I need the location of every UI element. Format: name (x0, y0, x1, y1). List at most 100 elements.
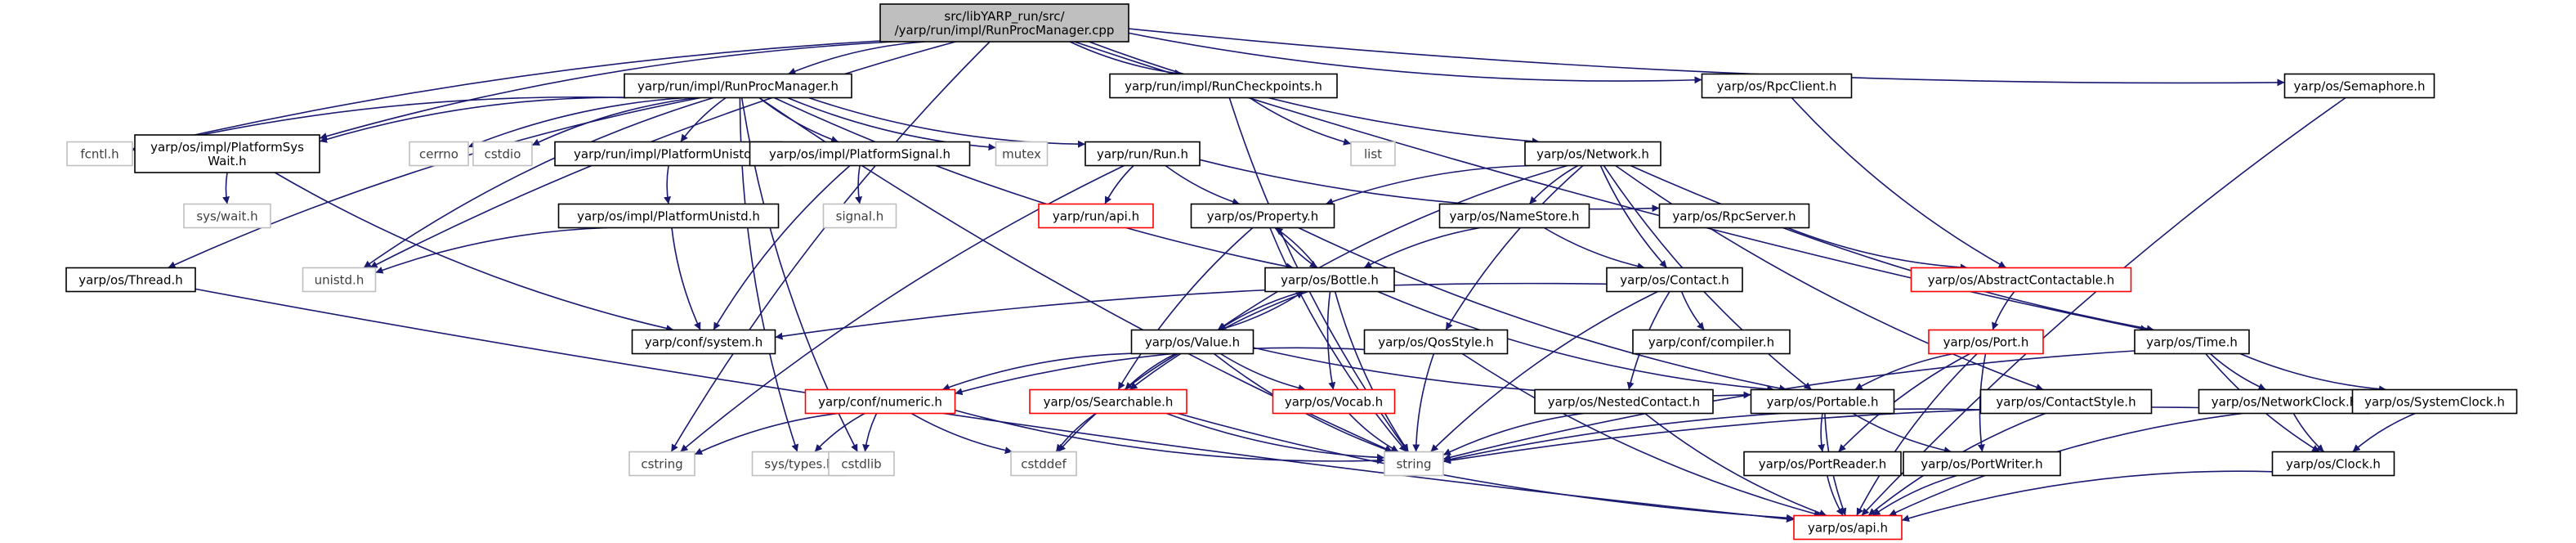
node-label: yarp/os/NetworkClock.h (2212, 394, 2358, 409)
node-box (1038, 203, 1154, 229)
node-root[interactable]: src/libYARP_run/src//yarp/run/impl/RunPr… (879, 3, 1129, 43)
node-label: yarp/os/QosStyle.h (1378, 334, 1494, 349)
node-box (1384, 451, 1444, 477)
node-portwriter-h[interactable]: yarp/os/PortWriter.h (1903, 451, 2061, 477)
node-box (557, 203, 780, 229)
node-runcheckpoints-h[interactable]: yarp/run/impl/RunCheckpoints.h (1109, 73, 1338, 99)
node-contactstyle-h[interactable]: yarp/os/ContactStyle.h (1979, 388, 2153, 415)
node-runprocmgr-h[interactable]: yarp/run/impl/RunProcManager.h (624, 73, 852, 99)
node-rpcclient-h[interactable]: yarp/os/RpcClient.h (1701, 73, 1853, 99)
edge-portwriter-h-to-os-api-h (1872, 474, 1957, 517)
node-box (1264, 267, 1395, 293)
edge-systemclock-h-to-clock-h (2352, 412, 2416, 453)
node-box (1979, 388, 2153, 415)
node-label: yarp/os/Vocab.h (1285, 394, 1383, 409)
node-portable-h[interactable]: yarp/os/Portable.h (1750, 388, 1895, 415)
node-label: cstdio (485, 146, 521, 161)
node-label: cstdlib (841, 456, 881, 471)
node-box (1793, 514, 1903, 541)
edge-bottle-h-to-vocab-h (1326, 291, 1336, 390)
node-label: string (1396, 456, 1431, 471)
node-platformunistd-os-h[interactable]: yarp/os/impl/PlatformUnistd.h (557, 203, 780, 229)
edge-bottle-h-to-portable-h (1377, 290, 1775, 393)
edge-platformsignal-h-to-system-h (713, 164, 851, 330)
node-property-h[interactable]: yarp/os/Property.h (1190, 203, 1335, 229)
node-os-api-h[interactable]: yarp/os/api.h (1793, 514, 1903, 541)
node-numeric-h[interactable]: yarp/conf/numeric.h (804, 388, 956, 415)
edge-runprocmgr-h-to-mutex (787, 96, 996, 151)
node-box (554, 141, 783, 167)
node-nestedcontact-h[interactable]: yarp/os/NestedContact.h (1534, 388, 1714, 415)
node-clock-h[interactable]: yarp/os/Clock.h (2271, 451, 2395, 477)
edge-qosstyle-h-to-string (1412, 353, 1435, 452)
node-label: yarp/os/Time.h (2146, 334, 2238, 349)
edge-runprocmgr-h-to-run-h (808, 96, 1086, 148)
node-list[interactable]: list (1350, 141, 1396, 167)
edge-namestore-h-to-bottle-h (1363, 227, 1481, 269)
edge-platformunistd-os-h-to-unistd-h (375, 227, 608, 274)
node-rpcserver-h[interactable]: yarp/os/RpcServer.h (1658, 203, 1810, 229)
edge-portreader-h-to-os-api-h (1827, 475, 1844, 516)
node-thread-h[interactable]: yarp/os/Thread.h (65, 267, 196, 293)
node-label: yarp/run/impl/RunProcManager.h (637, 79, 839, 93)
node-vocab-h[interactable]: yarp/os/Vocab.h (1272, 388, 1396, 415)
node-run-api-h[interactable]: yarp/run/api.h (1038, 203, 1154, 229)
node-label: unistd.h (315, 272, 364, 287)
node-port-h[interactable]: yarp/os/Port.h (1928, 329, 2044, 355)
node-box (628, 451, 695, 477)
edge-network-h-to-contact-h (1599, 165, 1668, 269)
node-cstdlib[interactable]: cstdlib (828, 451, 895, 477)
edge-port-h-to-os-api-h (1856, 352, 1978, 516)
edge-numeric-h-to-cstdlib (862, 413, 878, 452)
edge-bottle-h-to-property-h (1274, 227, 1318, 268)
node-mutex[interactable]: mutex (995, 141, 1049, 167)
edge-searchable-h-to-os-api-h (1177, 412, 1795, 522)
node-systemclock-h[interactable]: yarp/os/SystemClock.h (2351, 388, 2518, 415)
node-platformsignal-h[interactable]: yarp/os/impl/PlatformSignal.h (749, 141, 971, 167)
node-unistd-h[interactable]: unistd.h (302, 267, 377, 293)
node-system-h[interactable]: yarp/conf/system.h (631, 329, 776, 355)
node-box (1438, 203, 1590, 229)
edge-port-h-to-portwriter-h (1977, 353, 1987, 452)
node-namestore-h[interactable]: yarp/os/NameStore.h (1438, 203, 1590, 229)
node-box (828, 451, 895, 477)
node-cstring[interactable]: cstring (628, 451, 695, 477)
node-label: yarp/os/Thread.h (78, 272, 183, 287)
node-run-h[interactable]: yarp/run/Run.h (1085, 141, 1201, 167)
node-box (1903, 451, 2061, 477)
node-label: yarp/conf/system.h (645, 334, 763, 349)
node-time-h[interactable]: yarp/os/Time.h (2134, 329, 2250, 355)
node-semaphore-h[interactable]: yarp/os/Semaphore.h (2283, 73, 2435, 99)
edge-value-h-to-vocab-h (1219, 352, 1306, 392)
edge-port-h-to-portreader-h (1837, 352, 1970, 453)
node-cstddef[interactable]: cstddef (1010, 451, 1077, 477)
node-network-h[interactable]: yarp/os/Network.h (1524, 141, 1661, 167)
node-cstdio[interactable]: cstdio (472, 141, 533, 167)
node-label: yarp/run/Run.h (1097, 146, 1188, 161)
node-syswait-h[interactable]: sys/wait.h (183, 203, 271, 229)
node-abstractcontactable-h[interactable]: yarp/os/AbstractContactable.h (1910, 267, 2132, 293)
node-label: yarp/os/Network.h (1536, 146, 1649, 161)
edge-abstractcontactable-h-to-port-h (1992, 291, 2015, 330)
node-label: yarp/os/NameStore.h (1449, 209, 1579, 223)
node-signal-h[interactable]: signal.h (822, 203, 897, 229)
node-box (2198, 388, 2371, 415)
node-string[interactable]: string (1384, 451, 1444, 477)
node-qosstyle-h[interactable]: yarp/os/QosStyle.h (1363, 329, 1509, 355)
node-searchable-h[interactable]: yarp/os/Searchable.h (1029, 388, 1187, 415)
edge-runcheckpoints-h-to-list (1249, 96, 1352, 146)
edge-root-to-unistd-h (369, 41, 956, 269)
node-label: yarp/os/Property.h (1207, 209, 1318, 223)
node-contact-h[interactable]: yarp/os/Contact.h (1606, 267, 1743, 293)
node-cerrno[interactable]: cerrno (409, 141, 469, 167)
node-networkclock-h[interactable]: yarp/os/NetworkClock.h (2198, 388, 2371, 415)
node-bottle-h[interactable]: yarp/os/Bottle.h (1264, 267, 1395, 293)
node-portreader-h[interactable]: yarp/os/PortReader.h (1743, 451, 1902, 477)
node-value-h[interactable]: yarp/os/Value.h (1130, 329, 1254, 355)
node-compiler-h[interactable]: yarp/conf/compiler.h (1632, 329, 1791, 355)
node-fcntl-h[interactable]: fcntl.h (66, 141, 133, 167)
node-platformunistd-run-h[interactable]: yarp/run/impl/PlatformUnistd.h (554, 141, 783, 167)
node-label: fcntl.h (80, 146, 119, 161)
edge-property-h-to-string (1269, 227, 1407, 453)
